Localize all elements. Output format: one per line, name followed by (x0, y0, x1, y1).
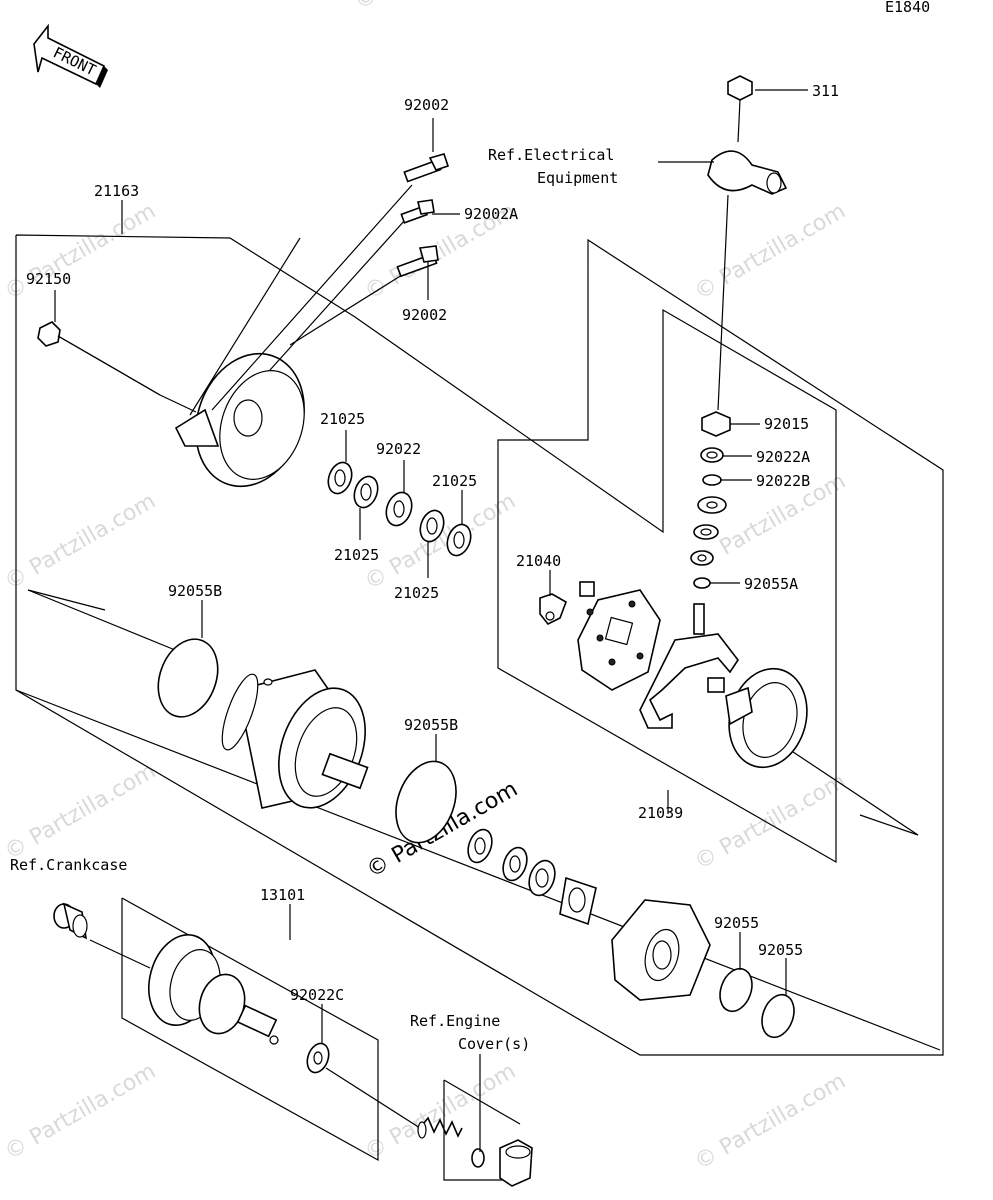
label-92002-bottom: 92002 (402, 306, 447, 324)
brush-housing-ring (725, 667, 808, 769)
brush-21040[interactable] (539, 593, 567, 626)
watermark: © Partzilla.com (361, 489, 521, 596)
front-bracket (611, 899, 711, 1001)
label-92022A: 92022A (756, 448, 810, 466)
label-92022C: 92022C (290, 986, 344, 1004)
diagram-code: E1840 (885, 0, 930, 16)
through-bolt-92150[interactable] (37, 321, 197, 413)
leader-lines (54, 89, 808, 1152)
label-21040: 21040 (516, 552, 561, 570)
label-92055A: 92055A (744, 575, 798, 593)
label-92022: 92022 (376, 440, 421, 458)
part-labels: 311 92002 92002A 92002 21163 92150 21025… (26, 82, 839, 1004)
o-ring-92055A[interactable] (693, 577, 711, 589)
washer-92022C[interactable] (303, 1040, 332, 1075)
nut-92015[interactable] (701, 411, 731, 437)
watermark: © Partzilla.com (1, 759, 161, 866)
watermark: © Partzilla.com (361, 1059, 521, 1166)
label-21025-d: 21025 (394, 584, 439, 602)
end-cover-21163[interactable] (174, 184, 413, 502)
ref-electrical-line1: Ref.Electrical (488, 146, 614, 164)
bolt-92002-bottom[interactable] (396, 245, 439, 278)
small-washer (471, 1148, 485, 1168)
o-ring-92055B-left[interactable] (148, 631, 228, 725)
motor-yoke (221, 669, 369, 809)
ref-crankcase: Ref.Crankcase (10, 856, 127, 874)
shim-21025-c[interactable] (416, 507, 448, 545)
label-311: 311 (812, 82, 839, 100)
label-21039: 21039 (638, 804, 683, 822)
label-21025-b: 21025 (334, 546, 379, 564)
ref-engine-line1: Ref.Engine (410, 1012, 500, 1030)
label-92015: 92015 (764, 415, 809, 433)
nut-311[interactable] (727, 75, 753, 101)
label-21025-c: 21025 (432, 472, 477, 490)
label-92055-a: 92055 (714, 914, 759, 932)
label-92055-b: 92055 (758, 941, 803, 959)
spring (417, 1116, 463, 1139)
o-ring-92055-b[interactable] (756, 990, 799, 1042)
watermark: © Partzilla.com (351, 0, 511, 15)
reference-labels: Ref.Electrical Equipment Ref.Crankcase R… (10, 146, 618, 1053)
starter-clutch-gear-13101[interactable] (139, 927, 279, 1045)
label-92150: 92150 (26, 270, 71, 288)
label-92002-top: 92002 (404, 96, 449, 114)
bolt-92002A[interactable] (400, 199, 435, 224)
watermark: © Partzilla.com (1, 489, 161, 596)
brush-plate (577, 581, 661, 691)
terminal-cap (707, 150, 788, 195)
label-13101: 13101 (260, 886, 305, 904)
ref-engine-line2: Cover(s) (458, 1035, 530, 1053)
o-ring-92055B-center[interactable] (385, 753, 466, 851)
washer-stack (467, 828, 597, 926)
front-arrow-icon: FRONT (33, 23, 108, 88)
label-92055B-center: 92055B (404, 716, 458, 734)
o-ring-92055-a[interactable] (714, 964, 757, 1016)
washer-92022[interactable] (382, 489, 416, 529)
label-92002A: 92002A (464, 205, 518, 223)
ref-electrical-line2: Equipment (537, 169, 618, 187)
terminal-bracket (639, 603, 739, 729)
watermark: © Partzilla.com (691, 199, 851, 306)
washer-92022A[interactable] (700, 447, 724, 463)
label-21025-a: 21025 (320, 410, 365, 428)
watermark: © Partzilla.com (691, 769, 851, 876)
shim-21025-b[interactable] (350, 473, 382, 511)
insulator-stack (690, 496, 727, 566)
watermark: © Partzilla.com (1, 1059, 161, 1166)
shim-21025-a[interactable] (324, 459, 356, 497)
watermark: © Partzilla.com (691, 1069, 851, 1176)
watermark: © Partzilla.com (1, 199, 161, 306)
bolt-92002-top[interactable] (403, 153, 450, 183)
label-92055B-left: 92055B (168, 582, 222, 600)
label-92022B: 92022B (756, 472, 810, 490)
shim-21025-d[interactable] (443, 521, 475, 559)
label-21163: 21163 (94, 182, 139, 200)
bushing-crankcase (53, 902, 88, 940)
washer-92022B[interactable] (702, 474, 722, 486)
end-plug (499, 1139, 533, 1187)
